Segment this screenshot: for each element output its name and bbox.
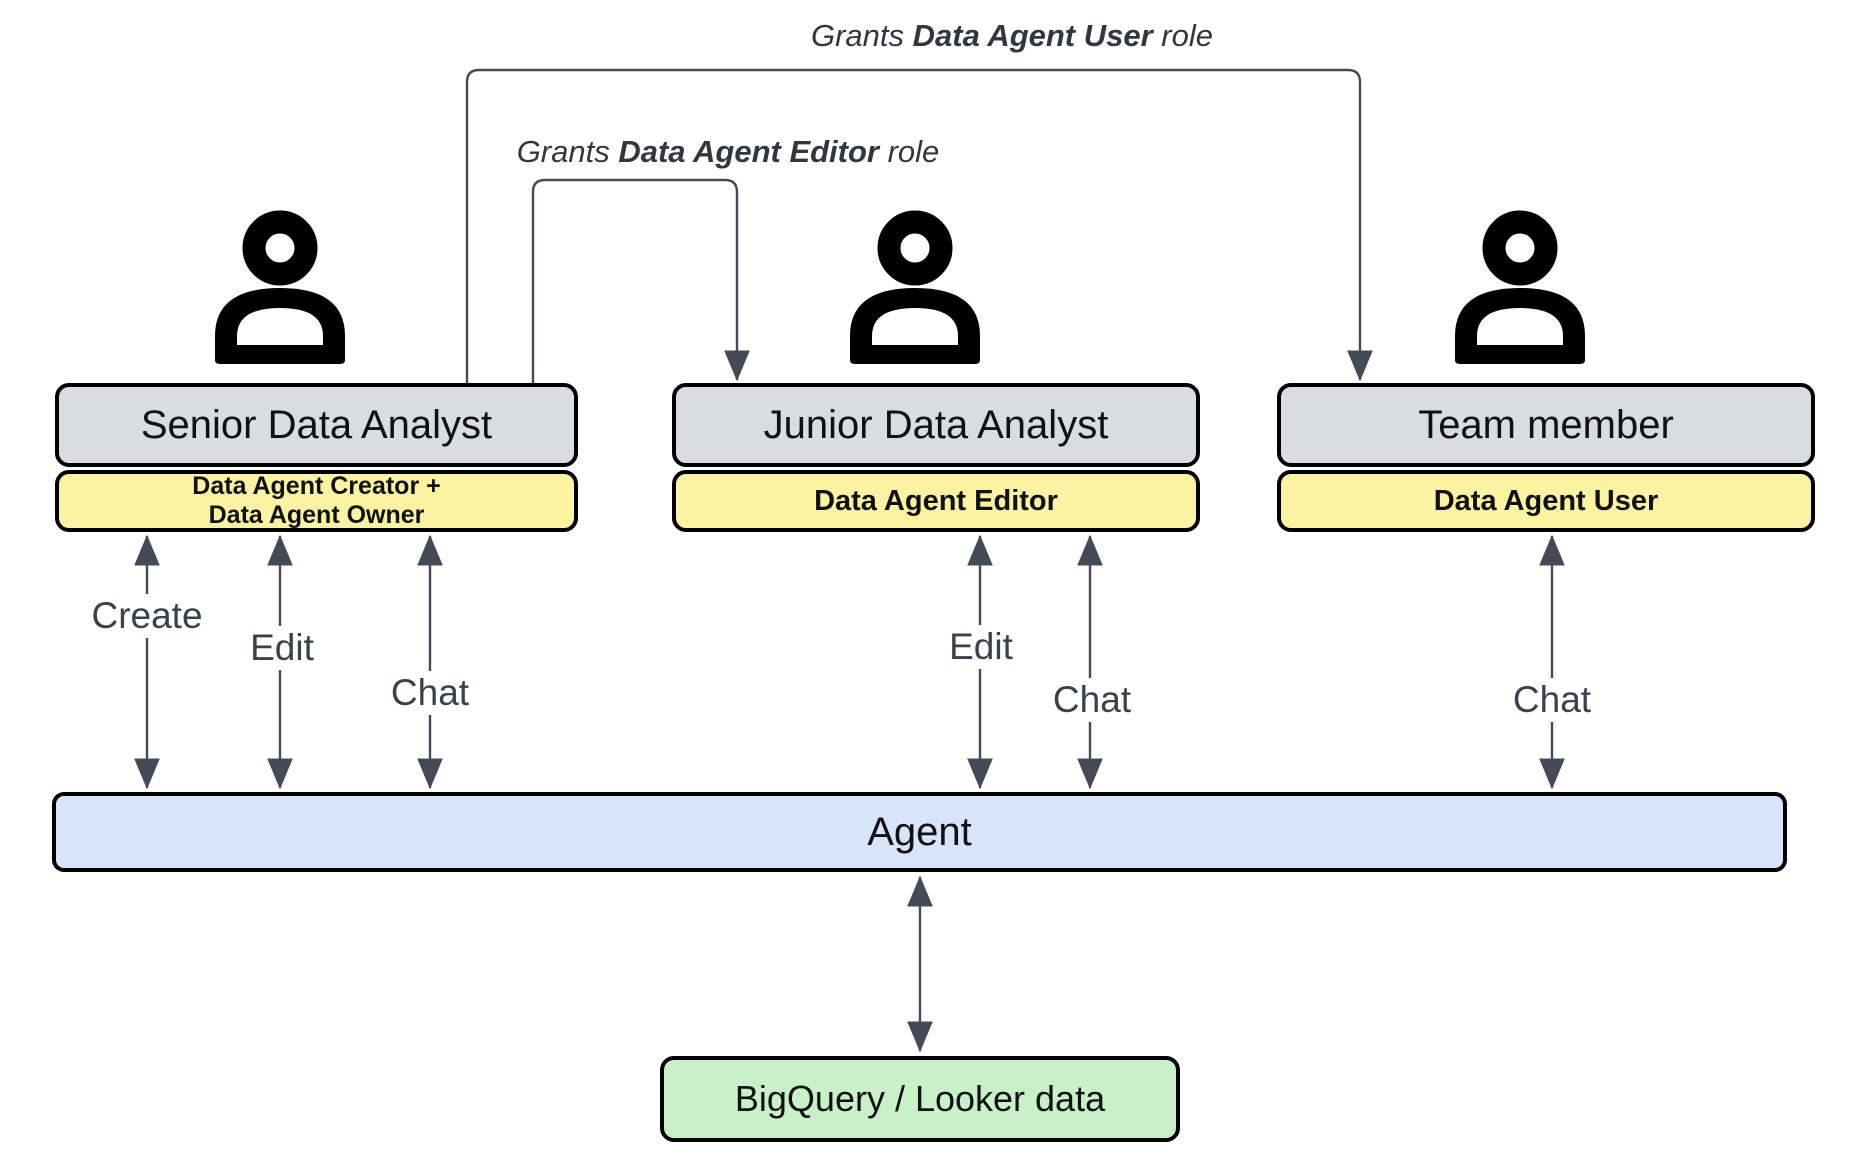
person-icon-senior [215,210,345,364]
role-line: Data Agent Owner [208,501,425,529]
chat-label-team: Chat [1503,678,1601,722]
grant-label-role: Data Agent Editor [618,134,879,169]
grant-label-prefix: Grants [516,134,619,169]
grant-label-suffix: role [1152,18,1213,53]
chat-label-senior: Chat [381,671,479,715]
agent-box: Agent [52,792,1787,872]
grant-label-suffix: role [878,134,940,169]
senior-analyst-role-box: Data Agent Creator + Data Agent Owner [55,470,578,532]
grant-editor-role-label: Grants Data Agent Editor role [508,134,948,170]
grant-editor-role-connector [531,178,750,383]
junior-analyst-role-box: Data Agent Editor [672,470,1200,532]
grant-user-role-connector [465,68,1373,383]
grant-user-role-label: Grants Data Agent User role [803,18,1221,54]
actor-title: Team member [1418,402,1674,447]
person-icon-junior [850,210,980,364]
create-label: Create [82,594,212,638]
role-line: Data Agent User [1433,484,1659,517]
role-line: Data Agent Creator + [192,472,441,500]
junior-analyst-title-box: Junior Data Analyst [672,383,1200,467]
senior-analyst-title-box: Senior Data Analyst [55,383,578,467]
bigquery-looker-data-box: BigQuery / Looker data [660,1056,1180,1142]
grant-label-prefix: Grants [811,18,913,53]
person-icon-team [1455,210,1585,364]
actor-title: Senior Data Analyst [140,402,493,447]
grant-label-role: Data Agent User [912,18,1153,53]
role-line: Data Agent Editor [814,484,1058,517]
team-member-title-box: Team member [1277,383,1815,467]
datasource-label: BigQuery / Looker data [734,1078,1106,1119]
chat-label-junior: Chat [1043,678,1141,722]
agent-label: Agent [867,809,972,854]
team-member-role-box: Data Agent User [1277,470,1815,532]
actor-title: Junior Data Analyst [763,402,1109,447]
edit-label-junior: Edit [940,625,1022,669]
edit-label-senior: Edit [241,626,323,670]
